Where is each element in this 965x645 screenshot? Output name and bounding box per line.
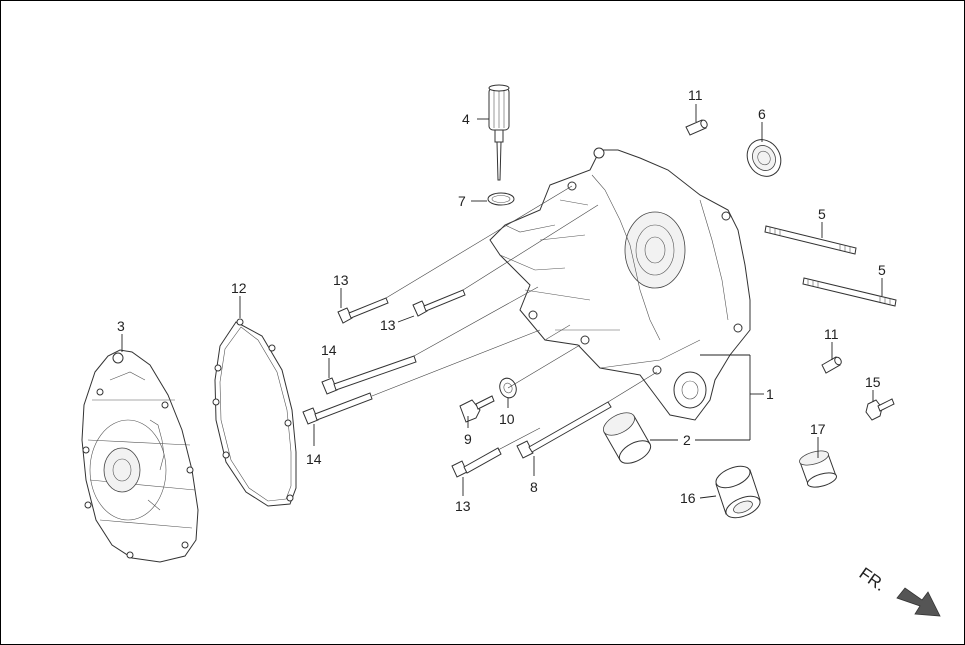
part-8-bolt	[516, 401, 612, 459]
callout-9: 9	[464, 431, 472, 447]
part-13-bolt-lower	[451, 447, 502, 478]
part-12-gasket	[212, 318, 297, 507]
part-7-o-ring	[487, 192, 515, 206]
callout-7: 7	[458, 193, 466, 209]
part-5-stud-upper	[764, 225, 857, 255]
callout-13-upper-right: 13	[380, 317, 396, 333]
callout-10: 10	[499, 411, 515, 427]
callout-15: 15	[865, 374, 881, 390]
part-16-bearing	[715, 465, 761, 519]
callout-5-lower: 5	[878, 262, 886, 278]
assembly-lines	[371, 185, 658, 451]
part-11-dowel-pin-lower	[821, 356, 842, 374]
part-2-sleeve	[603, 412, 652, 464]
part-17-bushing	[799, 450, 838, 488]
part-1-crankcase	[489, 147, 751, 421]
callout-14-lower: 14	[306, 451, 322, 467]
callouts: 1 2 3 4 5 5 6 7 8 9 10 11 11 12 13 13 13…	[117, 87, 886, 514]
part-13-bolt-upper-right	[412, 289, 466, 317]
leader-lines	[121, 104, 883, 499]
part-4-dipstick	[488, 84, 510, 181]
callout-14-upper: 14	[321, 342, 337, 358]
part-14-bolt-upper	[321, 355, 417, 395]
callout-11-upper: 11	[688, 87, 703, 103]
part-15-bolt	[865, 398, 895, 421]
callout-12: 12	[231, 280, 247, 296]
part-9-bolt	[459, 395, 495, 423]
front-direction-arrow-icon	[896, 587, 941, 617]
part-5-stud-lower	[802, 277, 897, 307]
part-14-bolt-lower	[302, 392, 373, 425]
callout-3: 3	[117, 318, 125, 334]
callout-13-upper-left: 13	[333, 272, 349, 288]
callout-13-lower: 13	[455, 498, 471, 514]
callout-4: 4	[462, 111, 470, 127]
front-direction-indicator: FR.	[856, 564, 941, 617]
callout-6: 6	[758, 106, 766, 122]
part-13-bolt-upper-left	[337, 297, 389, 324]
callout-8: 8	[530, 479, 538, 495]
callout-5-upper: 5	[818, 206, 826, 222]
part-6-oil-seal	[746, 139, 782, 177]
front-direction-label: FR.	[856, 564, 889, 595]
part-3-left-cover	[81, 349, 199, 563]
part-11-dowel-pin-upper	[685, 119, 708, 136]
callout-17: 17	[810, 421, 826, 437]
callout-1: 1	[766, 386, 774, 402]
callout-2: 2	[683, 432, 691, 448]
callout-11-lower: 11	[824, 326, 839, 342]
callout-16: 16	[680, 490, 696, 506]
